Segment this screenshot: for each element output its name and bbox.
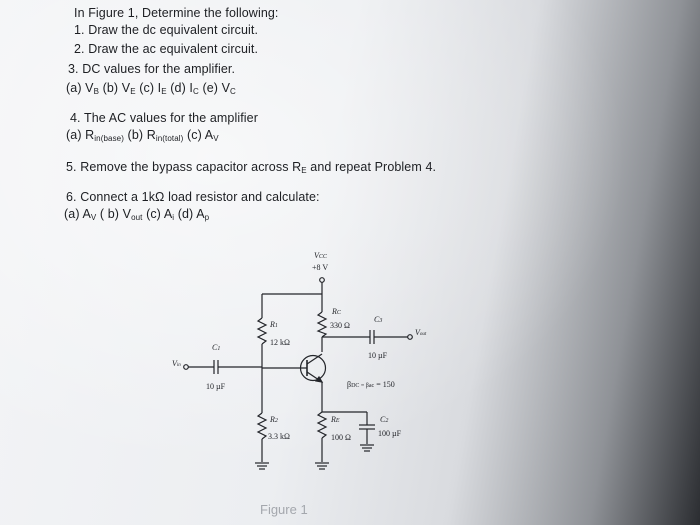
c2-label: C2 (380, 415, 388, 424)
vcc-value: +8 V (312, 263, 328, 272)
intro-line: In Figure 1, Determine the following: (74, 6, 279, 20)
c2-value: 100 µF (378, 429, 402, 438)
vin-terminal (183, 364, 189, 370)
question-3: 3. DC values for the amplifier. (68, 62, 236, 76)
r2-value: 3.3 kΩ (268, 432, 290, 441)
r1-label: R1 (269, 320, 278, 329)
question-6-parts: (a) AV ( b) Vout (c) Ai (d) Ap (64, 207, 210, 222)
re-label: RE (330, 415, 340, 424)
question-4-parts: (a) Rin(base) (b) Rin(total) (c) AV (66, 128, 219, 143)
emitter-arrow (314, 375, 324, 383)
rc-value: 330 Ω (330, 321, 350, 330)
vin-label: Vin (172, 359, 181, 368)
question-6: 6. Connect a 1kΩ load resistor and calcu… (66, 190, 320, 204)
transistor-collector-lead (306, 353, 323, 365)
question-1: 1. Draw the dc equivalent circuit. (74, 23, 259, 37)
question-3-parts: (a) VB (b) VE (c) IE (d) IC (e) VC (66, 81, 236, 96)
c3-value: 10 µF (368, 351, 388, 360)
beta-label: βDC = βac = 150 (347, 380, 395, 389)
c3-label: C3 (374, 315, 382, 324)
question-5: 5. Remove the bypass capacitor across RE… (66, 160, 437, 175)
figure-caption: Figure 1 (260, 502, 308, 517)
r1-value: 12 kΩ (270, 338, 290, 347)
re-resistor (316, 411, 328, 439)
vout-label: Vout (415, 328, 427, 337)
c1-value: 10 µF (206, 382, 226, 391)
r1-resistor (256, 317, 268, 345)
re-value: 100 Ω (331, 433, 351, 442)
rc-resistor (316, 311, 328, 338)
question-4: 4. The AC values for the amplifier (70, 111, 258, 125)
vcc-terminal (319, 277, 325, 283)
vout-terminal (407, 334, 413, 340)
r2-resistor (256, 412, 268, 440)
r2-label: R2 (269, 415, 278, 424)
vcc-label: VCC (314, 251, 328, 260)
rc-label: RC (331, 307, 342, 316)
c1-label: C1 (212, 343, 220, 352)
question-2: 2. Draw the ac equivalent circuit. (74, 42, 259, 56)
